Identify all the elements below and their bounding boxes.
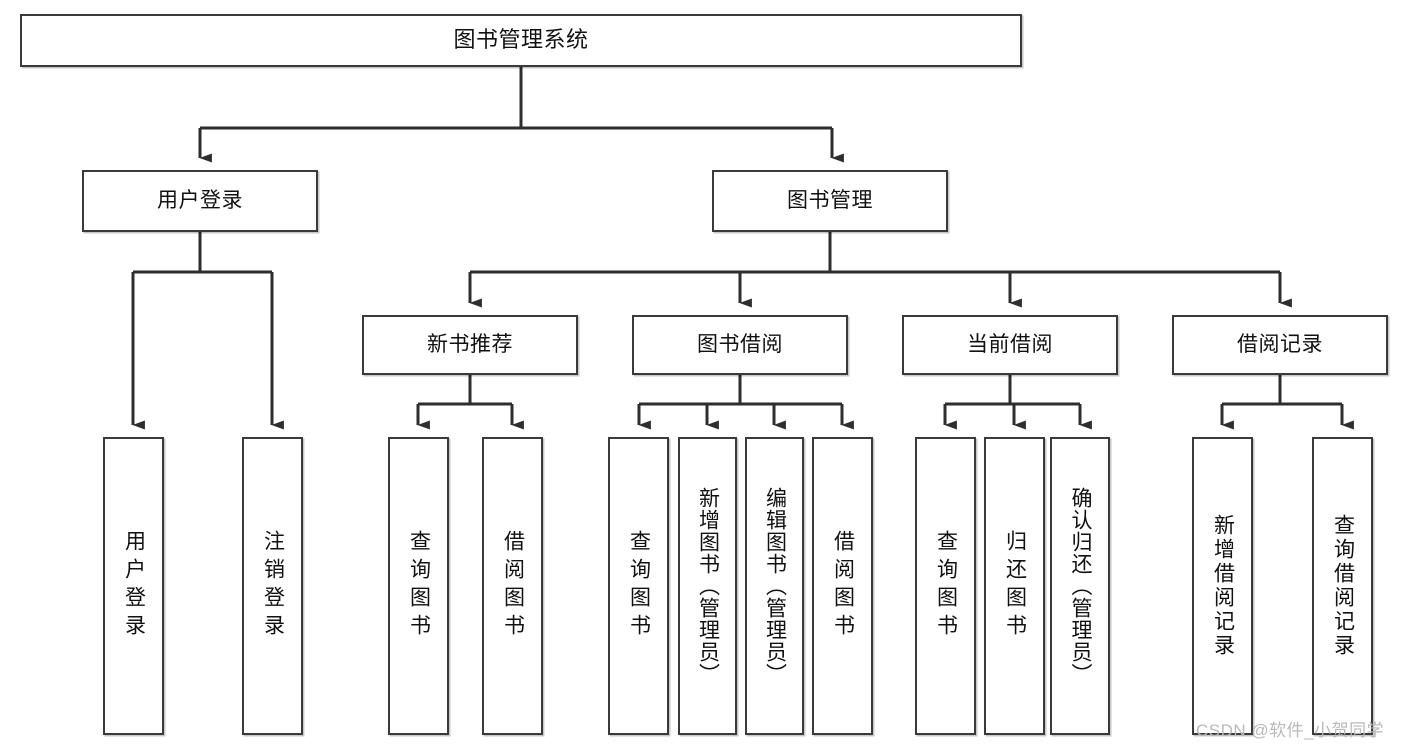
leaf-add-borrow-record[interactable]: 新增借阅记录	[1192, 437, 1253, 735]
leaf-logout-login[interactable]: 注销登录	[242, 437, 303, 735]
leaf-edit-book-admin[interactable]: 编辑图书（管理员）	[745, 437, 804, 735]
node-root-book-management-system[interactable]: 图书管理系统	[20, 14, 1022, 67]
leaf-borrow-book-recommend[interactable]: 借阅图书	[482, 437, 543, 735]
leaf-borrow-book-borrow[interactable]: 借阅图书	[812, 437, 873, 735]
watermark-csdn: CSDN @软件_小贺同学	[1196, 721, 1385, 740]
leaf-add-book-admin[interactable]: 新增图书（管理员）	[678, 437, 737, 735]
leaf-query-book-recommend[interactable]: 查询图书	[388, 437, 449, 735]
node-borrow-record[interactable]: 借阅记录	[1172, 315, 1388, 375]
node-user-login[interactable]: 用户登录	[82, 170, 318, 232]
node-book-borrow[interactable]: 图书借阅	[632, 315, 848, 375]
node-current-borrow[interactable]: 当前借阅	[902, 315, 1118, 375]
leaf-query-book-current[interactable]: 查询图书	[915, 437, 976, 735]
node-new-book-recommend[interactable]: 新书推荐	[362, 315, 578, 375]
leaf-query-borrow-record[interactable]: 查询借阅记录	[1312, 437, 1373, 735]
node-book-management[interactable]: 图书管理	[712, 170, 948, 232]
leaf-user-login[interactable]: 用户登录	[103, 437, 164, 735]
leaf-return-book[interactable]: 归还图书	[984, 437, 1045, 735]
leaf-confirm-return-admin[interactable]: 确认归还（管理员）	[1050, 437, 1110, 735]
leaf-query-book-borrow[interactable]: 查询图书	[608, 437, 669, 735]
